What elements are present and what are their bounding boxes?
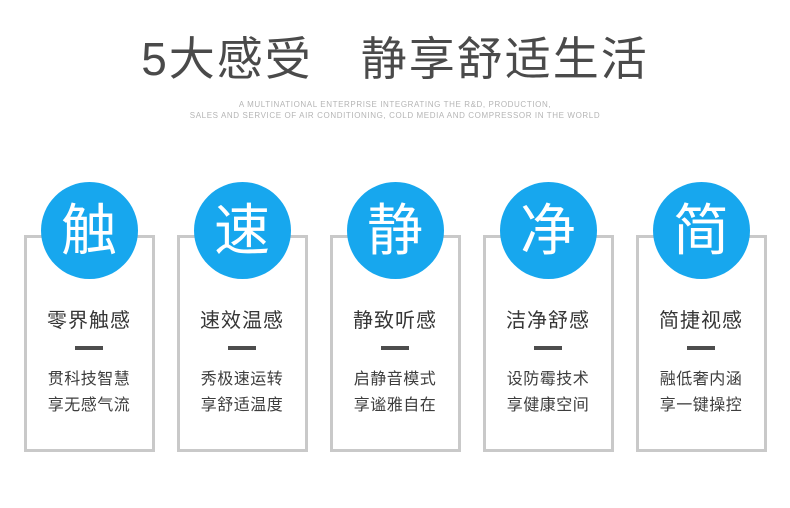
speed-card-line-2: 享舒适温度 <box>200 397 284 414</box>
speed-card-title: 速效温感 <box>200 310 284 332</box>
quiet-card-line-1: 启静音模式 <box>353 371 437 388</box>
clean-card-line-2: 享健康空间 <box>506 397 590 414</box>
quiet-card-line-2: 享谧雅自在 <box>353 397 437 414</box>
feature-card-quiet: 静 静致听感 启静音模式 享谧雅自在 <box>329 182 461 452</box>
touch-card-title: 零界触感 <box>47 310 131 332</box>
touch-card-line-1: 贯科技智慧 <box>47 371 131 388</box>
touch-circle-icon: 触 <box>40 182 138 279</box>
feature-cards-row: 触 零界触感 贯科技智慧 享无感气流 速 速效温感 秀极速运转 享舒适温度 静 … <box>0 182 790 452</box>
clean-card-line-1: 设防霉技术 <box>506 371 590 388</box>
page-title: 5大感受 静享舒适生活 <box>141 33 649 85</box>
simple-circle-icon: 简 <box>652 182 750 279</box>
feature-card-touch: 触 零界触感 贯科技智慧 享无感气流 <box>23 182 155 452</box>
simple-card-line-1: 融低奢内涵 <box>659 371 743 388</box>
subtitle-line-1: A MULTINATIONAL ENTERPRISE INTEGRATING T… <box>238 100 552 109</box>
quiet-circle-icon: 静 <box>346 182 444 279</box>
speed-card: 速效温感 秀极速运转 享舒适温度 <box>176 235 308 452</box>
clean-card-title: 洁净舒感 <box>506 310 590 332</box>
quiet-card-title: 静致听感 <box>353 310 437 332</box>
subtitle-line-2: SALES AND SERVICE OF AIR CONDITIONING, C… <box>189 111 601 120</box>
clean-circle-icon: 净 <box>499 182 597 279</box>
simple-card-line-2: 享一键操控 <box>659 397 743 414</box>
divider <box>534 346 562 350</box>
feature-card-speed: 速 速效温感 秀极速运转 享舒适温度 <box>176 182 308 452</box>
divider <box>228 346 256 350</box>
page-subtitle: A MULTINATIONAL ENTERPRISE INTEGRATING T… <box>0 99 790 121</box>
touch-card-line-2: 享无感气流 <box>47 397 131 414</box>
divider <box>687 346 715 350</box>
divider <box>381 346 409 350</box>
simple-card-title: 简捷视感 <box>659 310 743 332</box>
speed-circle-icon: 速 <box>193 182 291 279</box>
page-header: 5大感受 静享舒适生活 A MULTINATIONAL ENTERPRISE I… <box>0 0 790 121</box>
speed-card-line-1: 秀极速运转 <box>200 371 284 388</box>
feature-card-clean: 净 洁净舒感 设防霉技术 享健康空间 <box>482 182 614 452</box>
feature-card-simple: 简 简捷视感 融低奢内涵 享一键操控 <box>635 182 767 452</box>
divider <box>75 346 103 350</box>
